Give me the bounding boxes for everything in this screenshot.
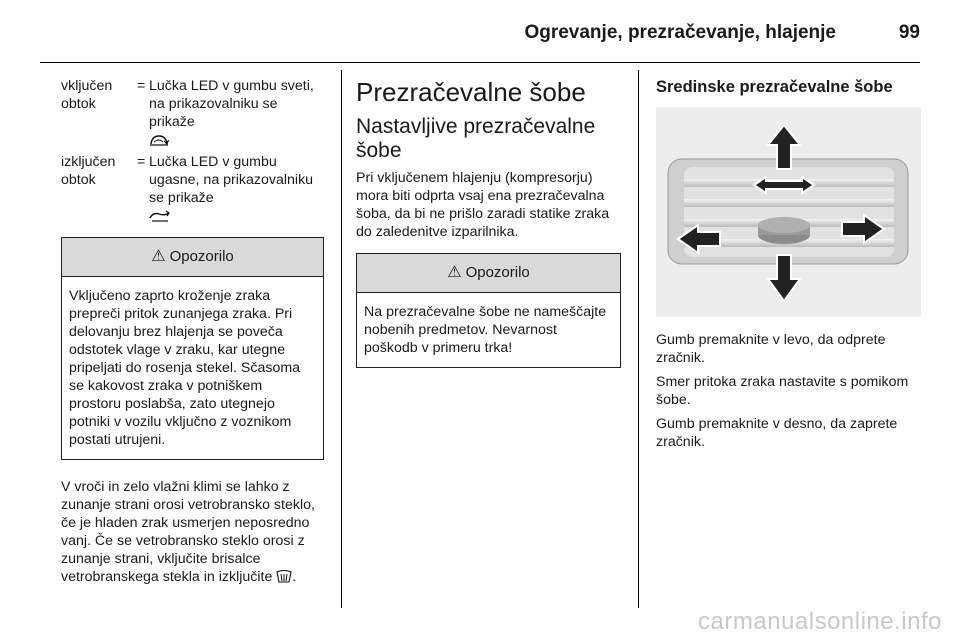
column-3: Sredinske prezračevalne šobe [656,77,921,457]
warning-header: ⚠ Opozorilo [62,238,323,277]
definition-recirculation-on: vključen obtok = Lučka LED v gumbu sveti… [61,77,324,149]
definition-desc: Lučka LED v gumbu sveti, na prikazovalni… [149,77,324,149]
definition-term: izključen obtok [61,154,116,188]
warning-header: ⚠ Opozorilo [357,254,620,293]
watermark: carmanualsonline.info [698,608,942,635]
body-paragraph: Pri vključenem hlajenju (kompresorju) mo… [356,170,610,240]
section-heading: Prezračevalne šobe [356,77,586,107]
page-number: 99 [898,22,920,43]
body-paragraph: Gumb premaknite v levo, da odprete zračn… [656,332,886,366]
warning-text: Vključeno zaprto kroženje zraka prepreči… [69,288,301,448]
warning-title: Opozorilo [465,264,530,281]
warning-triangle-icon: ⚠ [151,248,166,265]
column-divider-1 [341,70,342,608]
definition-equals: = [137,154,146,170]
warning-box: ⚠ Opozorilo Na prezračevalne šobe ne nam… [356,253,621,368]
warning-text: Na prezračevalne šobe ne nameščajte nobe… [364,304,607,356]
definition-recirculation-off: izključen obtok = Lučka LED v gumbu ugas… [61,153,324,225]
body-paragraph: Gumb premaknite v desno, da zaprete zrač… [656,416,898,450]
column-1: vključen obtok = Lučka LED v gumbu sveti… [61,77,324,592]
page-header: Ogrevanje, prezračevanje, hlajenje 99 [40,22,920,50]
air-vent-illustration-icon [656,107,921,317]
warning-box: ⚠ Opozorilo Vključeno zaprto kroženje zr… [61,237,324,460]
windscreen-wiper-icon [276,570,292,583]
body-paragraph: Smer pritoka zraka nastavite s pomikom š… [656,374,909,408]
subsection-heading: Nastavljive prezračevalne šobe [356,115,596,162]
column-divider-2 [638,70,639,608]
definition-desc: Lučka LED v gumbu ugasne, na prikazovaln… [149,153,324,225]
body-paragraph: V vroči in zelo vlažni klimi se lahko z … [61,479,315,585]
recirculation-on-icon [150,135,169,146]
definition-equals: = [137,78,146,94]
header-divider [40,62,920,63]
column-2: Prezračevalne šobe Nastavljive prezračev… [356,77,621,368]
definition-term: vključen obtok [61,78,113,112]
section-heading: Sredinske prezračevalne šobe [656,78,893,96]
recirculation-off-icon [149,210,170,222]
warning-title: Opozorilo [169,248,234,265]
page-title: Ogrevanje, prezračevanje, hlajenje [524,22,836,43]
warning-triangle-icon: ⚠ [447,264,462,281]
